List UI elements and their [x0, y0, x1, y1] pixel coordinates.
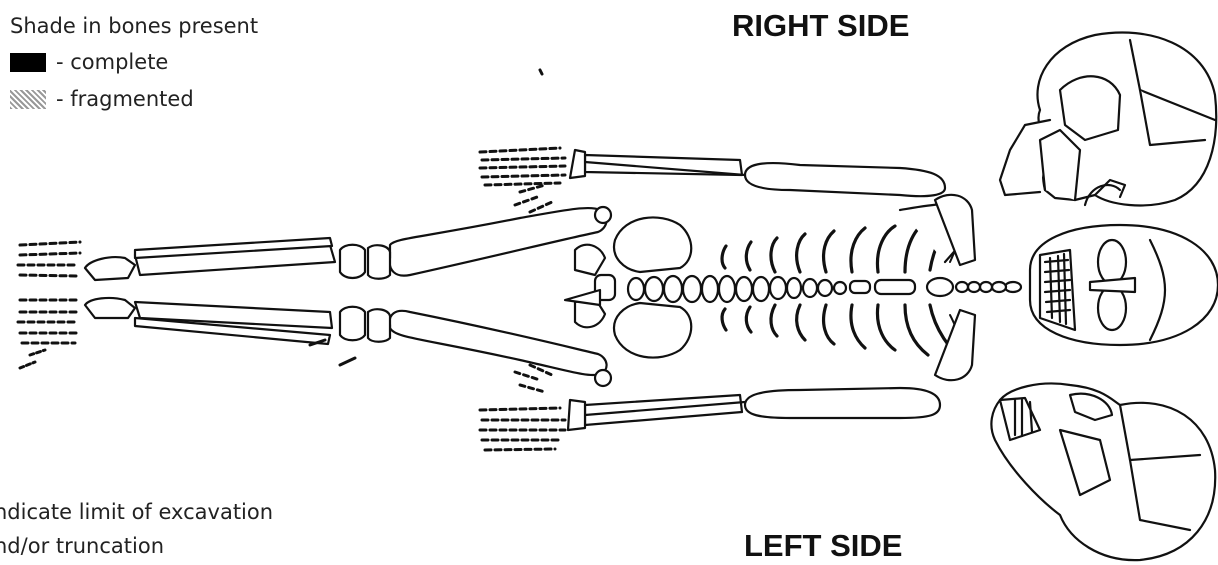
skull-anterior[interactable]: [1030, 225, 1218, 345]
hand-right[interactable]: [480, 148, 585, 212]
skull-right-lateral[interactable]: [1000, 33, 1216, 206]
skull-left-lateral[interactable]: [991, 383, 1215, 560]
ribs-left[interactable]: [722, 305, 968, 362]
foot-left[interactable]: [18, 298, 135, 368]
foot-right[interactable]: [18, 242, 135, 280]
arm-right[interactable]: [585, 155, 945, 196]
hand-left[interactable]: [480, 365, 585, 450]
ribs-right[interactable]: [722, 204, 968, 272]
tibia-fibula-right[interactable]: [135, 238, 335, 275]
arm-left[interactable]: [585, 388, 940, 425]
shoulder-girdle-left[interactable]: [935, 310, 975, 380]
tibia-fibula-left[interactable]: [135, 302, 332, 344]
knee-left[interactable]: [340, 307, 390, 342]
knee-right[interactable]: [340, 245, 390, 279]
vertebral-column[interactable]: [628, 276, 1021, 302]
